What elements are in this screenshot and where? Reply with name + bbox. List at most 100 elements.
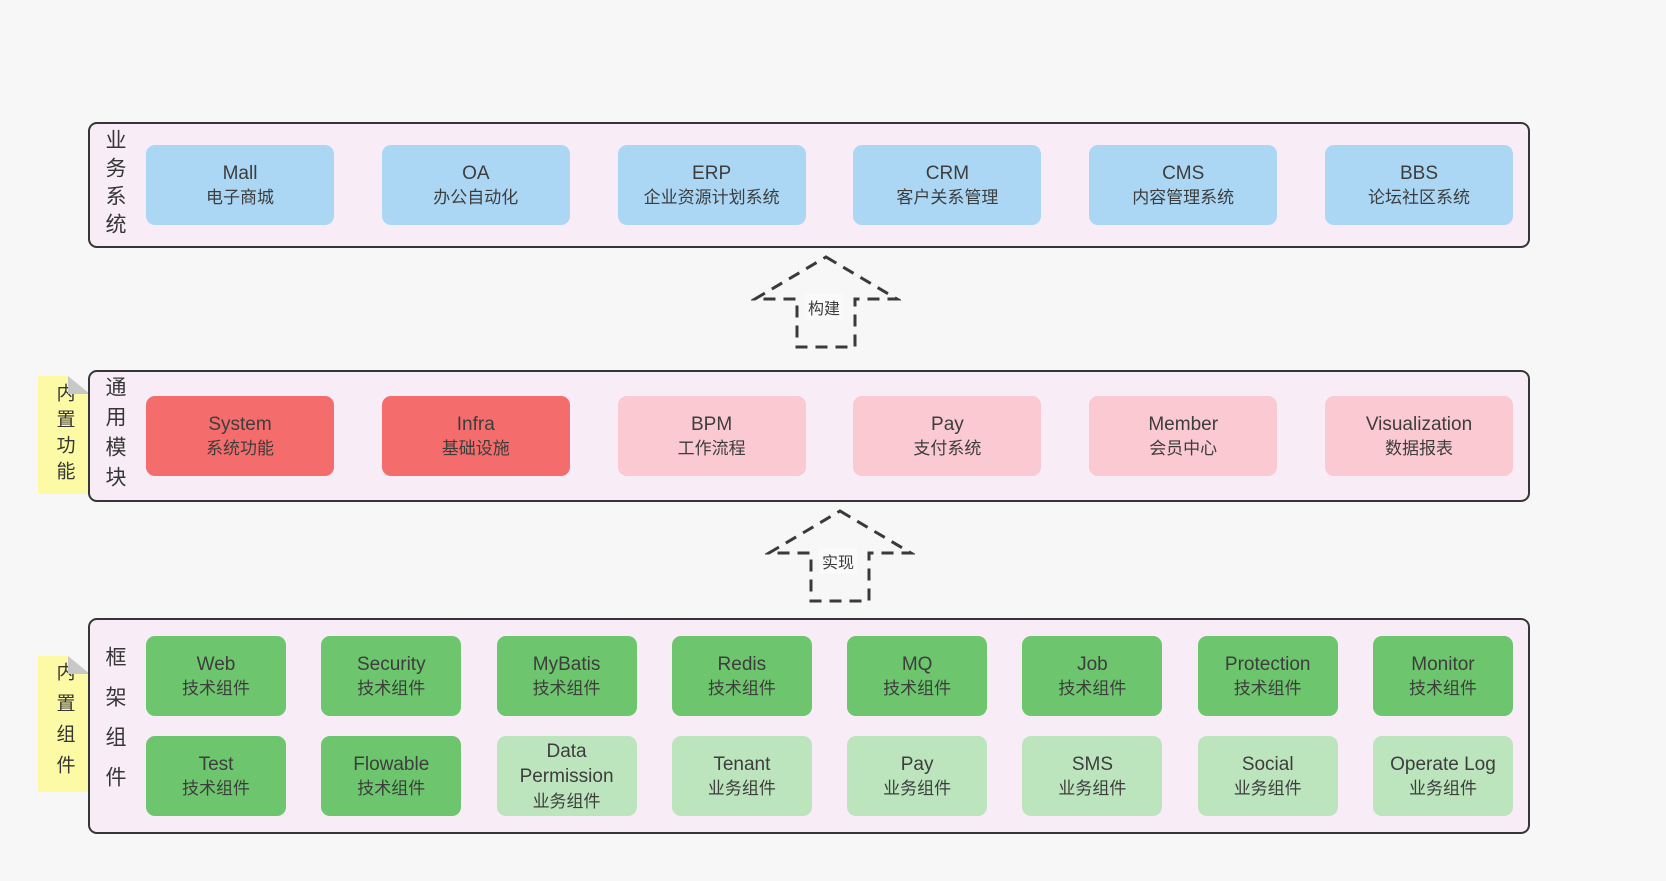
box-title-zh: 业务组件 — [532, 792, 601, 812]
modules-layer-label: 通用模块 — [103, 376, 126, 496]
box-mall: Mall 电子商城 — [146, 145, 334, 225]
box-title-zh: 技术组件 — [883, 679, 952, 699]
box-title-en: Pay — [900, 753, 934, 775]
box-title-zh: 技术组件 — [182, 679, 250, 699]
business-layer-label: 业务系统 — [103, 129, 126, 241]
box-title-en: Test — [198, 753, 234, 775]
implement-arrow-icon — [765, 509, 915, 603]
box-title-zh: 数据报表 — [1384, 439, 1453, 459]
box-title-zh: 企业资源计划系统 — [643, 188, 780, 208]
box-system: System 系统功能 — [146, 396, 334, 476]
box-social: Social 业务组件 — [1197, 736, 1338, 816]
builtin-components-note: 内置组件 — [38, 656, 90, 792]
box-title-zh: 电子商城 — [206, 188, 274, 208]
box-title-en: MyBatis — [532, 653, 601, 675]
box-redis: Redis 技术组件 — [671, 636, 812, 716]
box-title-zh: 工作流程 — [677, 439, 746, 459]
box-member: Member 会员中心 — [1089, 396, 1278, 476]
box-title-zh: 技术组件 — [357, 679, 426, 699]
builtin-features-note: 内置功能 — [38, 376, 90, 494]
box-visualization: Visualization 数据报表 — [1324, 396, 1513, 476]
box-monitor: Monitor 技术组件 — [1372, 636, 1513, 716]
box-oa: OA 办公自动化 — [381, 145, 570, 225]
box-sms: SMS 业务组件 — [1022, 736, 1163, 816]
box-title-en: ERP — [692, 162, 732, 184]
build-arrow-icon — [751, 255, 901, 349]
box-title-zh: 技术组件 — [1408, 679, 1477, 699]
box-title-zh: 技术组件 — [182, 779, 250, 799]
box-title-zh: 技术组件 — [1058, 679, 1127, 699]
box-data-permission: Data Permission 业务组件 — [496, 736, 637, 816]
business-systems-layer: 业务系统 Mall 电子商城 OA 办公自动化 ERP 企业资源计划系统 CRM… — [88, 122, 1530, 248]
box-mq: MQ 技术组件 — [847, 636, 988, 716]
common-modules-layer: 通用模块 System 系统功能 Infra 基础设施 BPM 工作流程 Pay… — [88, 370, 1530, 502]
box-title-en: Social — [1241, 753, 1294, 775]
box-title-zh: 基础设施 — [441, 439, 510, 459]
box-test: Test 技术组件 — [146, 736, 286, 816]
box-title-en: System — [208, 413, 272, 435]
build-arrow-label: 构建 — [805, 294, 844, 320]
box-web: Web 技术组件 — [146, 636, 286, 716]
box-title-zh: 业务组件 — [707, 779, 776, 799]
components-rows: Web 技术组件 Security 技术组件 MyBatis 技术组件 Redi… — [146, 620, 1513, 832]
box-title-zh: 会员中心 — [1149, 439, 1218, 459]
box-title-en: Operate Log — [1390, 753, 1496, 775]
box-title-en: Flowable — [353, 753, 430, 775]
box-title-zh: 技术组件 — [357, 779, 426, 799]
box-title-en: BBS — [1399, 162, 1438, 184]
box-title-zh: 业务组件 — [1408, 779, 1477, 799]
box-title-en: CMS — [1162, 162, 1205, 184]
box-title-zh: 技术组件 — [707, 679, 776, 699]
box-tenant: Tenant 业务组件 — [671, 736, 812, 816]
box-title-zh: 支付系统 — [913, 439, 982, 459]
box-pay-module: Pay 支付系统 — [853, 396, 1042, 476]
box-title-en: Visualization — [1365, 413, 1473, 435]
box-mybatis: MyBatis 技术组件 — [496, 636, 637, 716]
box-title-en: Mall — [222, 162, 258, 184]
box-pay-component: Pay 业务组件 — [847, 736, 988, 816]
box-title-en: Monitor — [1411, 653, 1475, 675]
box-title-en: OA — [462, 162, 490, 184]
box-title-zh: 办公自动化 — [433, 188, 519, 208]
box-title-zh: 技术组件 — [1233, 679, 1302, 699]
modules-boxes-row: System 系统功能 Infra 基础设施 BPM 工作流程 Pay 支付系统… — [146, 372, 1513, 500]
components-row-1: Web 技术组件 Security 技术组件 MyBatis 技术组件 Redi… — [146, 636, 1513, 716]
box-title-en: Security — [356, 653, 426, 675]
box-cms: CMS 内容管理系统 — [1089, 145, 1278, 225]
note-fold-corner — [68, 376, 90, 394]
box-title-en: Data Permission — [519, 740, 614, 788]
box-flowable: Flowable 技术组件 — [321, 736, 462, 816]
box-bbs: BBS 论坛社区系统 — [1324, 145, 1513, 225]
implement-arrow-label: 实现 — [819, 548, 858, 574]
box-title-en: Infra — [456, 413, 495, 435]
box-security: Security 技术组件 — [321, 636, 462, 716]
box-protection: Protection 技术组件 — [1197, 636, 1338, 716]
box-operate-log: Operate Log 业务组件 — [1372, 736, 1513, 816]
box-title-en: Redis — [717, 653, 767, 675]
box-title-zh: 业务组件 — [883, 779, 952, 799]
box-title-en: Job — [1077, 653, 1108, 675]
box-crm: CRM 客户关系管理 — [853, 145, 1042, 225]
box-title-zh: 客户关系管理 — [896, 188, 999, 208]
box-infra: Infra 基础设施 — [381, 396, 570, 476]
box-title-en: Pay — [931, 413, 964, 435]
box-title-en: Member — [1148, 413, 1219, 435]
box-title-zh: 业务组件 — [1233, 779, 1302, 799]
box-title-zh: 技术组件 — [532, 679, 601, 699]
box-title-zh: 业务组件 — [1058, 779, 1127, 799]
box-title-zh: 内容管理系统 — [1132, 188, 1235, 208]
box-title-en: CRM — [925, 162, 970, 184]
components-row-2: Test 技术组件 Flowable 技术组件 Data Permission … — [146, 736, 1513, 816]
box-title-zh: 系统功能 — [206, 439, 274, 459]
box-bpm: BPM 工作流程 — [617, 396, 806, 476]
components-layer-label: 框架组件 — [103, 646, 126, 806]
box-title-zh: 论坛社区系统 — [1367, 188, 1470, 208]
business-boxes-row: Mall 电子商城 OA 办公自动化 ERP 企业资源计划系统 CRM 客户关系… — [146, 124, 1513, 246]
box-erp: ERP 企业资源计划系统 — [617, 145, 806, 225]
box-title-en: Protection — [1224, 653, 1311, 675]
box-job: Job 技术组件 — [1022, 636, 1163, 716]
box-title-en: Web — [196, 653, 236, 675]
box-title-en: MQ — [901, 653, 933, 675]
framework-components-layer: 框架组件 Web 技术组件 Security 技术组件 MyBatis 技术组件… — [88, 618, 1530, 834]
box-title-en: SMS — [1071, 753, 1113, 775]
